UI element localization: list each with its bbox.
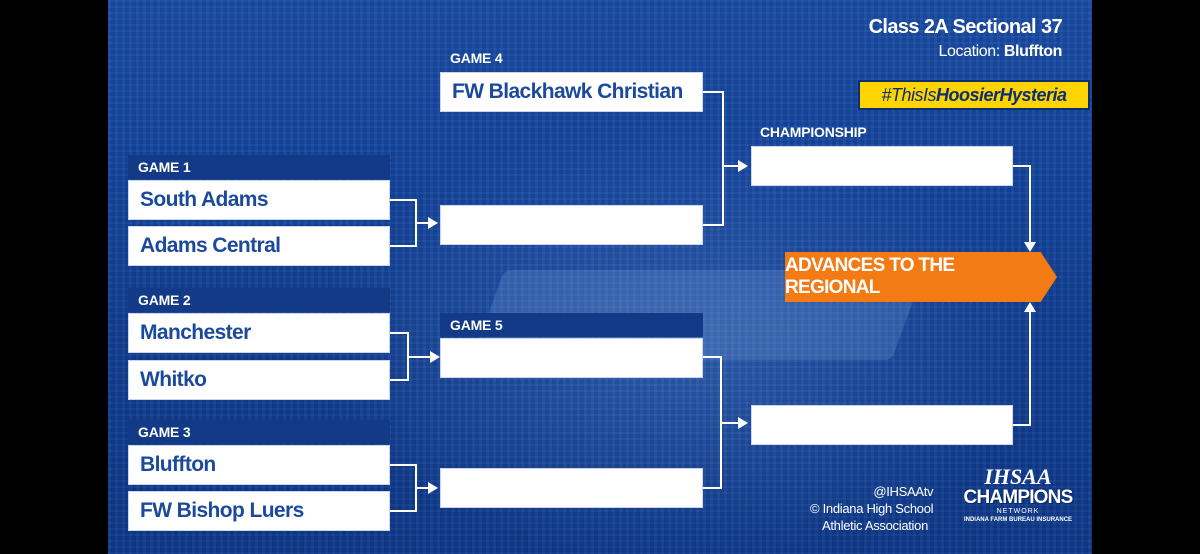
slot-game3-winner: [440, 468, 703, 508]
slot-bluffton: Bluffton: [128, 445, 390, 485]
championship-label: CHAMPIONSHIP: [760, 124, 867, 140]
slot-blackhawk: FW Blackhawk Christian: [440, 72, 703, 112]
copyright-line1: © Indiana High School: [810, 501, 934, 516]
slot-whitko: Whitko: [128, 360, 390, 400]
connector-game3: [390, 464, 417, 512]
sectional-title: Class 2A Sectional 37: [868, 16, 1063, 38]
location-value: Bluffton: [1003, 43, 1063, 60]
connector-game5: [703, 356, 722, 489]
credit-block: @IHSAAtv © Indiana High School Athletic …: [810, 483, 934, 534]
arrow-game2: [430, 351, 440, 363]
slot-game1-winner: [440, 205, 703, 245]
arrow-game5: [738, 417, 748, 429]
team-name: South Adams: [140, 188, 269, 211]
team-name: Adams Central: [140, 234, 281, 257]
location-label: Location:: [938, 43, 1001, 60]
logo-network: NETWORK: [996, 508, 1040, 515]
team-name: FW Blackhawk Christian: [452, 80, 683, 103]
team-name: Manchester: [140, 321, 251, 344]
logo-ihsaa: IHSAA: [984, 464, 1052, 489]
connector-game2: [390, 332, 409, 381]
team-name: Bluffton: [140, 453, 216, 476]
ihsaa-champions-logo: IHSAA CHAMPIONS NETWORK INDIANA FARM BUR…: [963, 464, 1074, 546]
slot-south-adams: South Adams: [128, 180, 390, 220]
connector-champ-top: [1013, 165, 1031, 242]
game1-label: GAME 1: [128, 155, 390, 179]
logo-sponsor: INDIANA FARM BUREAU INSURANCE: [963, 517, 1073, 523]
game2-label: GAME 2: [128, 288, 390, 312]
hashtag-part2: HoosierHysteria: [935, 84, 1067, 105]
slot-championship-bottom: [751, 405, 1013, 445]
arrow-game1: [428, 217, 438, 229]
slot-championship-top: [751, 146, 1013, 186]
arrow-champ-bottom: [1024, 302, 1036, 312]
slot-manchester: Manchester: [128, 313, 390, 353]
arrow-game3: [428, 482, 438, 494]
bracket-lines: [390, 91, 1036, 512]
connector-game4: [703, 91, 724, 226]
arrow-game4: [738, 160, 748, 172]
team-name: FW Bishop Luers: [140, 499, 304, 522]
logo-champions: CHAMPIONS: [963, 487, 1074, 508]
hashtag-part1: #ThisIs: [881, 84, 936, 105]
game3-label: GAME 3: [128, 420, 390, 444]
slot-game5-top: [440, 338, 703, 378]
bracket-graphic: Class 2A Sectional 37 Location: Bluffton…: [108, 0, 1092, 554]
slot-adams-central: Adams Central: [128, 226, 390, 266]
team-name: Whitko: [140, 368, 207, 391]
connector-game1: [390, 199, 417, 247]
header-title-block: Class 2A Sectional 37 Location: Bluffton: [868, 16, 1063, 61]
game4-label: GAME 4: [450, 50, 503, 66]
twitter-handle: @IHSAAtv: [873, 484, 934, 499]
game5-label: GAME 5: [440, 313, 703, 337]
advance-banner: ADVANCES TO THE REGIONAL: [785, 252, 1057, 302]
connector-champ-bottom: [1013, 312, 1031, 426]
location-line: Location: Bluffton: [869, 43, 1063, 61]
arrow-champ-top: [1024, 242, 1036, 252]
slot-bishop-luers: FW Bishop Luers: [128, 491, 390, 531]
copyright-line2: Athletic Association: [822, 518, 929, 533]
